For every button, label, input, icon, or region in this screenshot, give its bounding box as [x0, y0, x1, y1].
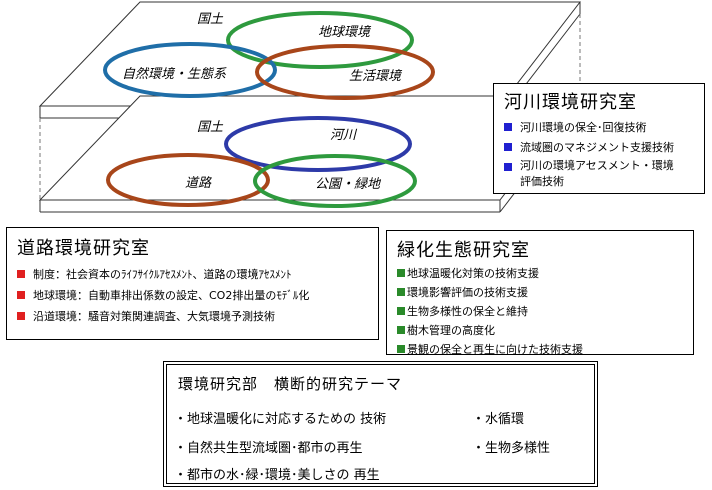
bullet-square-icon	[504, 163, 512, 171]
list-item: 環境影響評価の技術支援	[397, 283, 693, 302]
bullet-square-icon	[397, 326, 405, 334]
theme-item: ・自然共生型流域圏･都市の再生	[174, 441, 363, 456]
bullet-square-icon	[17, 312, 25, 320]
cross-theme-title: 環境研究部 横断的研究テーマ	[178, 375, 403, 393]
road-lab-title: 道路環境研究室	[17, 238, 150, 259]
green-lab-title: 緑化生態研究室	[397, 240, 530, 261]
label-nature-eco: 自然環境・生態系	[122, 66, 227, 82]
road-lab-list: 制度：社会資本のﾗｲﾌｻｲｸﾙｱｾｽﾒﾝﾄ、道路の環境ｱｾｽﾒﾝﾄ 地球環境：自…	[17, 264, 378, 327]
label-road: 道路	[185, 176, 212, 191]
list-item: 河川の環境アセスメント・環境評価技術	[504, 158, 704, 190]
bullet-square-icon	[17, 270, 25, 278]
label-kokudo-top: 国土	[197, 12, 224, 27]
list-item: 地球温暖化対策の技術支援	[397, 264, 693, 283]
label-living-env: 生活環境	[349, 69, 403, 84]
list-item: 制度：社会資本のﾗｲﾌｻｲｸﾙｱｾｽﾒﾝﾄ、道路の環境ｱｾｽﾒﾝﾄ	[17, 264, 378, 285]
label-river: 河川	[330, 128, 358, 143]
bullet-square-icon	[397, 345, 405, 353]
list-item: 河川環境の保全･回復技術	[504, 118, 704, 138]
theme-item: ・地球温暖化に対応するための 技術	[174, 412, 387, 427]
ellipse-river	[224, 116, 412, 172]
bullet-square-icon	[504, 123, 512, 131]
road-lab-box: 道路環境研究室 制度：社会資本のﾗｲﾌｻｲｸﾙｱｾｽﾒﾝﾄ、道路の環境ｱｾｽﾒﾝ…	[6, 227, 379, 340]
bullet-square-icon	[397, 269, 405, 277]
label-global-env: 地球環境	[318, 25, 372, 40]
cross-theme-box: 環境研究部 横断的研究テーマ ・地球温暖化に対応するための 技術 ・自然共生型流…	[163, 361, 598, 487]
bullet-square-icon	[397, 288, 405, 296]
green-lab-box: 緑化生態研究室 地球温暖化対策の技術支援 環境影響評価の技術支援 生物多様性の保…	[386, 230, 694, 356]
theme-item: ・水循環	[472, 412, 525, 427]
river-lab-list: 河川環境の保全･回復技術 流域圏のマネジメント支援技術 河川の環境アセスメント・…	[504, 118, 704, 190]
ellipse-nature-eco	[103, 42, 277, 98]
river-lab-box: 河川環境研究室 河川環境の保全･回復技術 流域圏のマネジメント支援技術 河川の環…	[493, 83, 705, 194]
label-park-green: 公園・緑地	[315, 177, 382, 192]
list-item: 地球環境：自動車排出係数の設定、CO2排出量のﾓﾃﾞﾙ化	[17, 285, 378, 306]
bullet-square-icon	[504, 143, 512, 151]
list-item: 樹木管理の高度化	[397, 321, 693, 340]
ellipse-global-env	[226, 11, 414, 69]
bullet-square-icon	[17, 291, 25, 299]
label-kokudo-bottom: 国土	[197, 120, 224, 135]
theme-item: ・生物多様性	[472, 441, 551, 456]
list-item: 生物多様性の保全と維持	[397, 302, 693, 321]
ellipse-living-env	[255, 44, 435, 100]
ellipse-park-green	[253, 154, 417, 208]
list-item: 景観の保全と再生に向けた技術支援	[397, 340, 693, 359]
list-item: 沿道環境：騒音対策関連調査、大気環境予測技術	[17, 306, 378, 327]
list-item: 流域圏のマネジメント支援技術	[504, 138, 704, 158]
green-lab-list: 地球温暖化対策の技術支援 環境影響評価の技術支援 生物多様性の保全と維持 樹木管…	[397, 264, 693, 359]
theme-item: ・都市の水･緑･環境･美しさの 再生	[174, 468, 380, 483]
bullet-square-icon	[397, 307, 405, 315]
ellipse-road	[106, 153, 270, 207]
river-lab-title: 河川環境研究室	[504, 92, 637, 113]
